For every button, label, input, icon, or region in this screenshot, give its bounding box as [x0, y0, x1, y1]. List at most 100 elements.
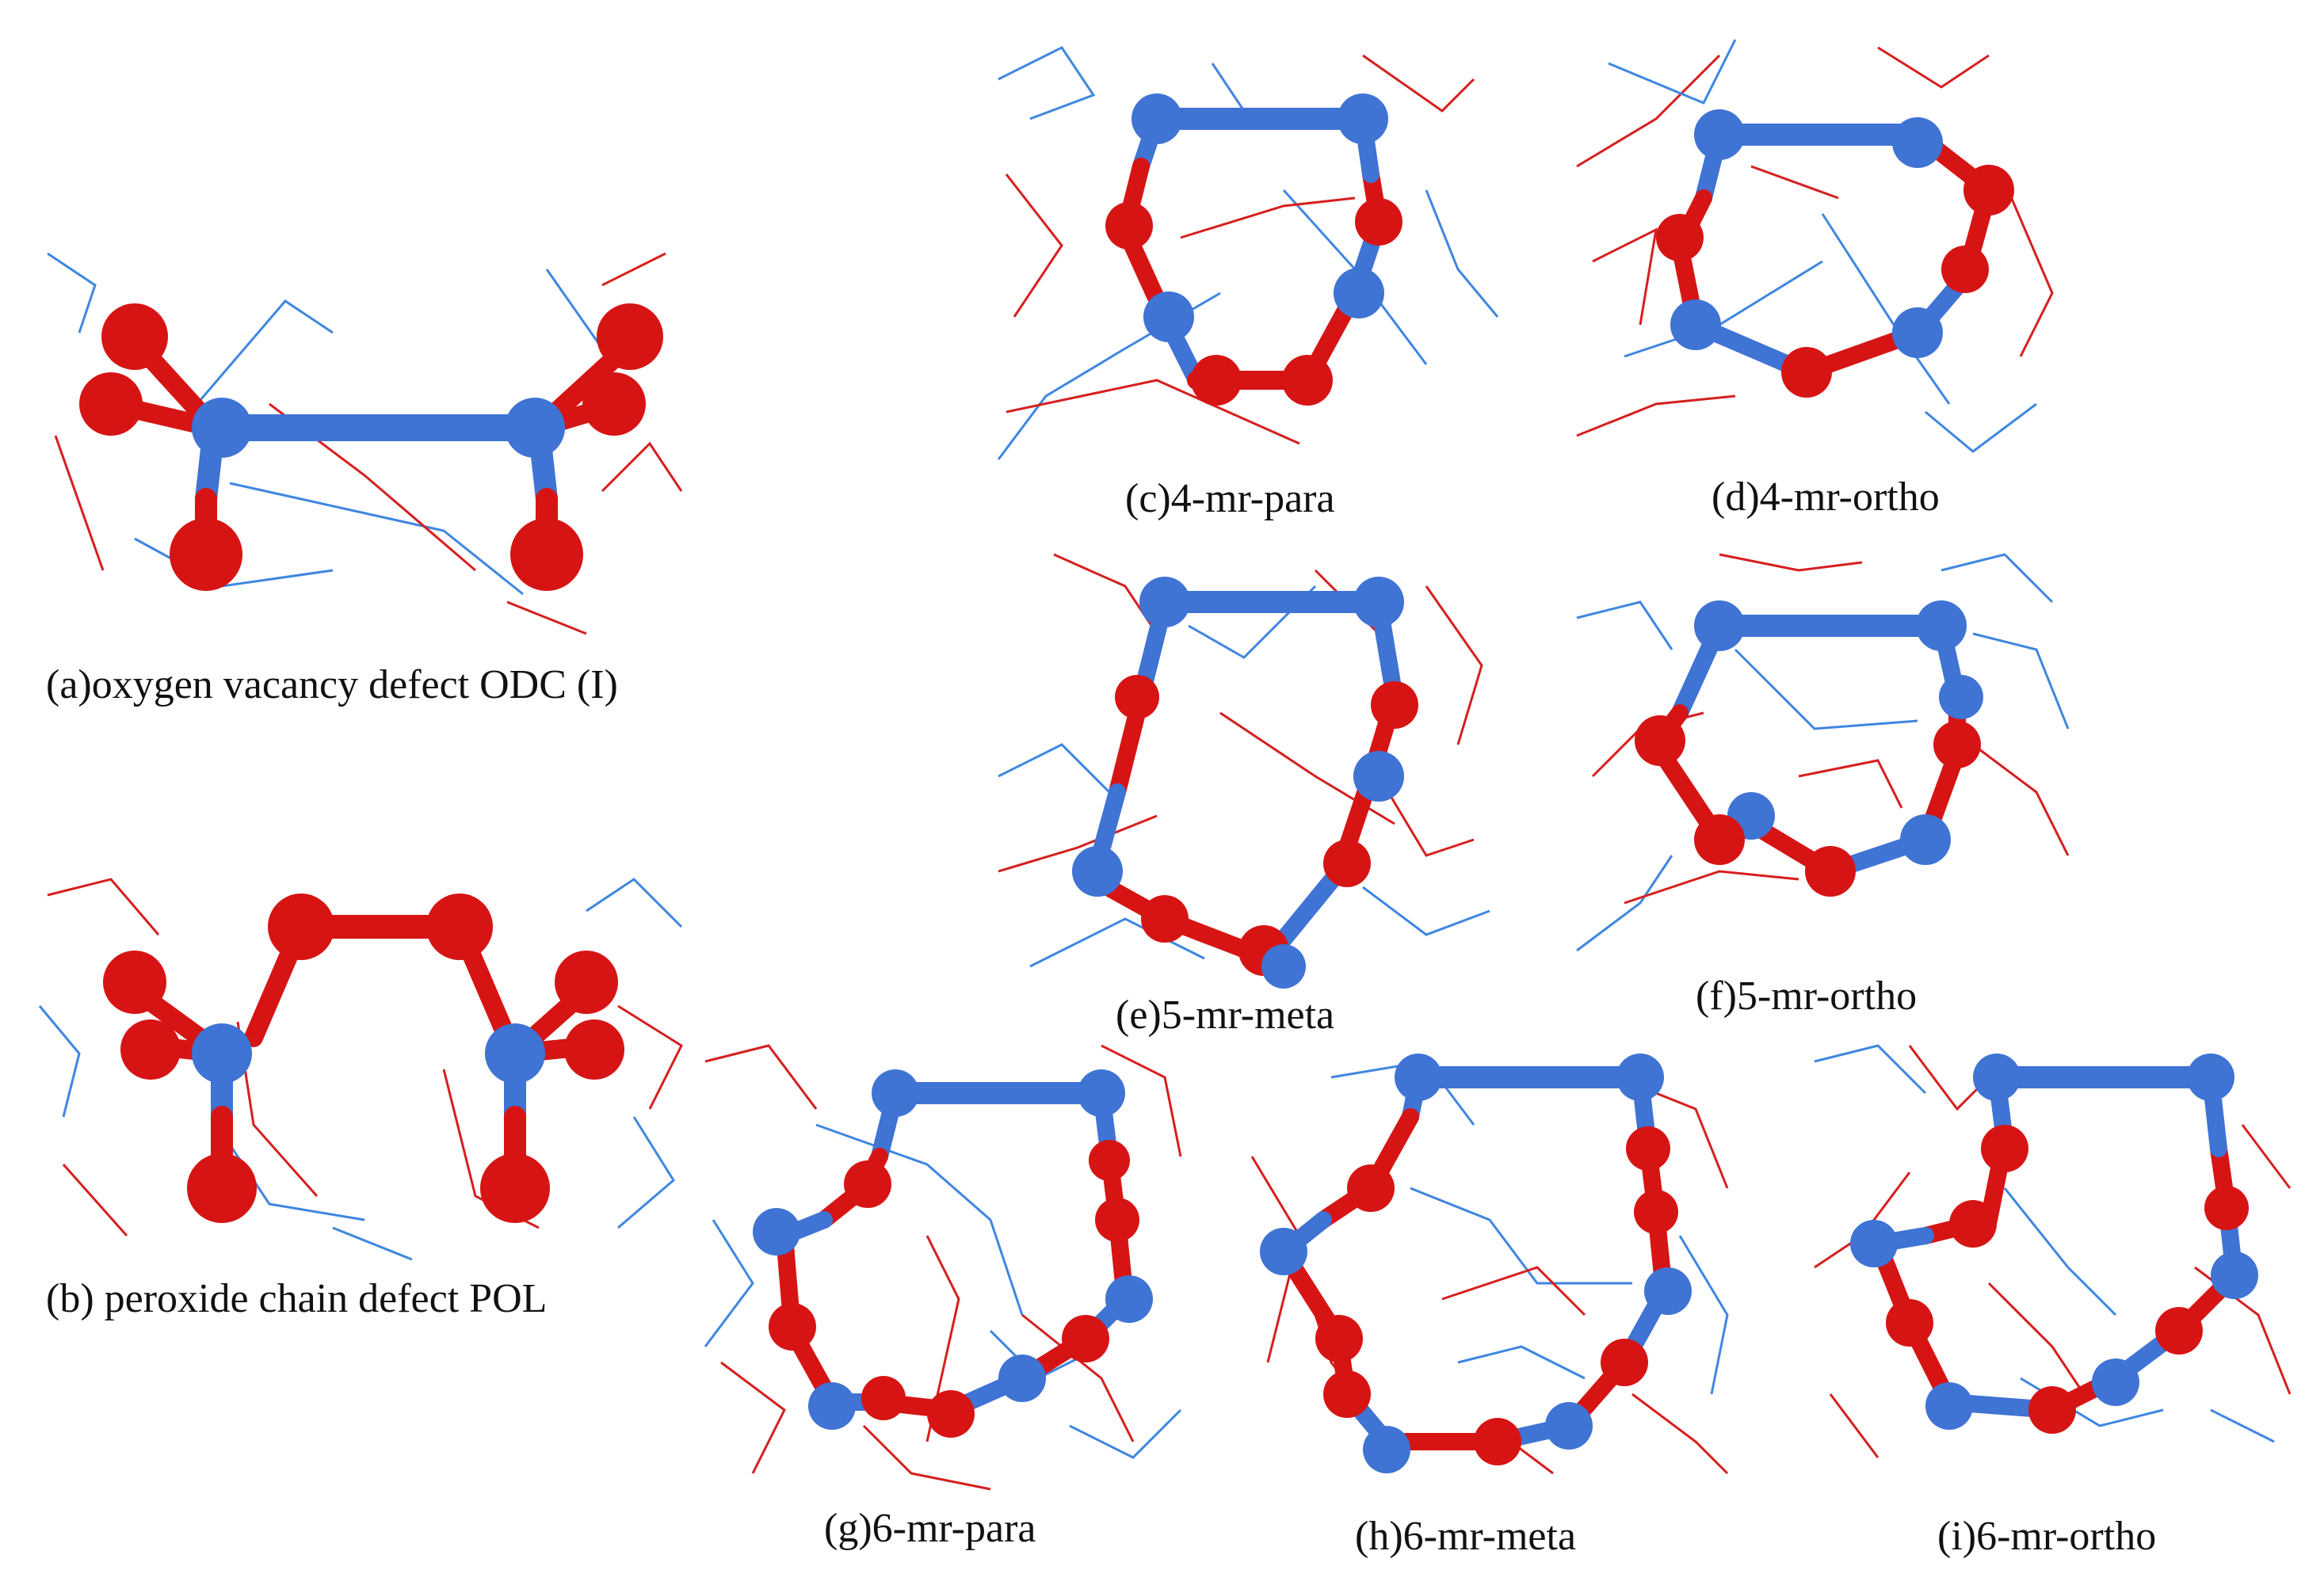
caption-i: (i)6-mr-ortho [1937, 1514, 2157, 1559]
oxygen-atom [1805, 846, 1856, 897]
oxygen-atom [2028, 1386, 2076, 1434]
silicon-atom [1395, 1054, 1442, 1101]
oxygen-atom [510, 518, 583, 591]
oxygen-atom [861, 1376, 906, 1420]
oxygen-atom [426, 894, 493, 960]
oxygen-atom [1141, 895, 1189, 943]
caption-a: (a)oxygen vacancy defect ODC (I) [46, 662, 618, 707]
panel-d [1561, 24, 2084, 467]
atoms [103, 894, 624, 1223]
oxygen-atom [101, 303, 168, 370]
silicon-atom [1143, 292, 1194, 342]
panel-a [32, 238, 697, 650]
oxygen-atom [1626, 1126, 1670, 1171]
oxygen-atom [1941, 246, 1989, 293]
oxygen-atom [1474, 1418, 1521, 1465]
oxygen-atom [1656, 214, 1704, 261]
oxygen-atom [1371, 681, 1418, 729]
silicon-atom [1363, 1426, 1410, 1473]
panel-c [983, 32, 1505, 475]
silicon-atom [1105, 1275, 1153, 1323]
wireframe-network [704, 1044, 1182, 1491]
panel-i [1799, 1030, 2306, 1505]
atoms [1072, 577, 1418, 989]
atoms [1850, 1054, 2258, 1434]
silicon-atom [1072, 846, 1123, 897]
caption-f: (f)5-mr-ortho [1696, 974, 1918, 1019]
oxygen-atom [1115, 675, 1159, 719]
silicon-atom [192, 398, 252, 458]
silicon-atom [1694, 109, 1745, 160]
oxygen-atom [2204, 1186, 2249, 1230]
atoms [1260, 1054, 1692, 1473]
silicon-atom [2187, 1054, 2234, 1101]
oxygen-atom [1781, 347, 1832, 398]
oxygen-atom [1095, 1198, 1139, 1242]
caption-c: (c)4-mr-para [1125, 476, 1335, 521]
silicon-atom [2092, 1358, 2139, 1406]
oxygen-atom [480, 1153, 550, 1223]
silicon-atom [1353, 577, 1404, 627]
silicon-atom [192, 1023, 252, 1084]
silicon-atom [1850, 1220, 1898, 1267]
oxygen-atom [1949, 1200, 1997, 1248]
oxygen-atom [1191, 355, 1242, 406]
silicon-atom [1939, 675, 1983, 719]
silicon-atom [998, 1355, 1046, 1402]
panel-d-structure [1576, 39, 2054, 453]
bonds [1085, 591, 1403, 967]
oxygen-atom [844, 1160, 891, 1208]
silicon-atom [1139, 577, 1190, 627]
wireframe-network [38, 878, 683, 1261]
oxygen-atom [1315, 1315, 1363, 1362]
oxygen-atom [120, 1019, 181, 1080]
atoms [1105, 93, 1402, 406]
atoms [753, 1069, 1153, 1438]
oxygen-atom [1634, 1190, 1678, 1234]
oxygen-atom [1601, 1339, 1648, 1386]
silicon-atom [1644, 1267, 1692, 1315]
silicon-atom [1338, 93, 1388, 144]
panel-f [1561, 539, 2084, 982]
panel-b-structure [38, 878, 683, 1261]
oxygen-atom [187, 1153, 257, 1223]
panel-h [1236, 1030, 1743, 1505]
oxygen-atom [170, 518, 242, 591]
panel-g [689, 1030, 1196, 1505]
atoms [1656, 109, 2014, 398]
oxygen-atom [103, 951, 166, 1014]
oxygen-atom [597, 303, 663, 370]
silicon-atom [1334, 268, 1384, 318]
panel-g-structure [704, 1044, 1182, 1491]
panel-f-structure [1576, 553, 2070, 952]
atoms [1635, 600, 1983, 897]
silicon-atom [872, 1069, 919, 1117]
silicon-atom [505, 398, 565, 458]
silicon-atom [1925, 1382, 1973, 1430]
silicon-atom [753, 1208, 800, 1256]
oxygen-atom [1062, 1315, 1109, 1362]
caption-d: (d)4-mr-ortho [1712, 474, 1940, 520]
silicon-atom [1916, 600, 1967, 651]
silicon-atom [1261, 944, 1306, 989]
oxygen-atom [1933, 721, 1981, 768]
silicon-atom [1900, 814, 1951, 865]
oxygen-atom [582, 372, 646, 436]
silicon-atom [485, 1023, 545, 1084]
silicon-atom [1545, 1402, 1593, 1450]
oxygen-atom [2155, 1307, 2203, 1355]
oxygen-atom [268, 894, 334, 960]
panel-h-structure [1250, 1054, 1729, 1475]
oxygen-atom [1886, 1299, 1933, 1347]
silicon-atom [1131, 93, 1182, 144]
oxygen-atom [1282, 355, 1333, 406]
oxygen-atom [79, 372, 143, 436]
caption-b: (b) peroxide chain defect POL [46, 1276, 548, 1321]
silicon-atom [1892, 117, 1943, 168]
oxygen-atom [1981, 1125, 2028, 1172]
caption-h: (h)6-mr-meta [1355, 1514, 1577, 1559]
panel-c-structure [997, 46, 1499, 460]
oxygen-atom [555, 951, 618, 1014]
panel-a-structure [47, 252, 683, 635]
